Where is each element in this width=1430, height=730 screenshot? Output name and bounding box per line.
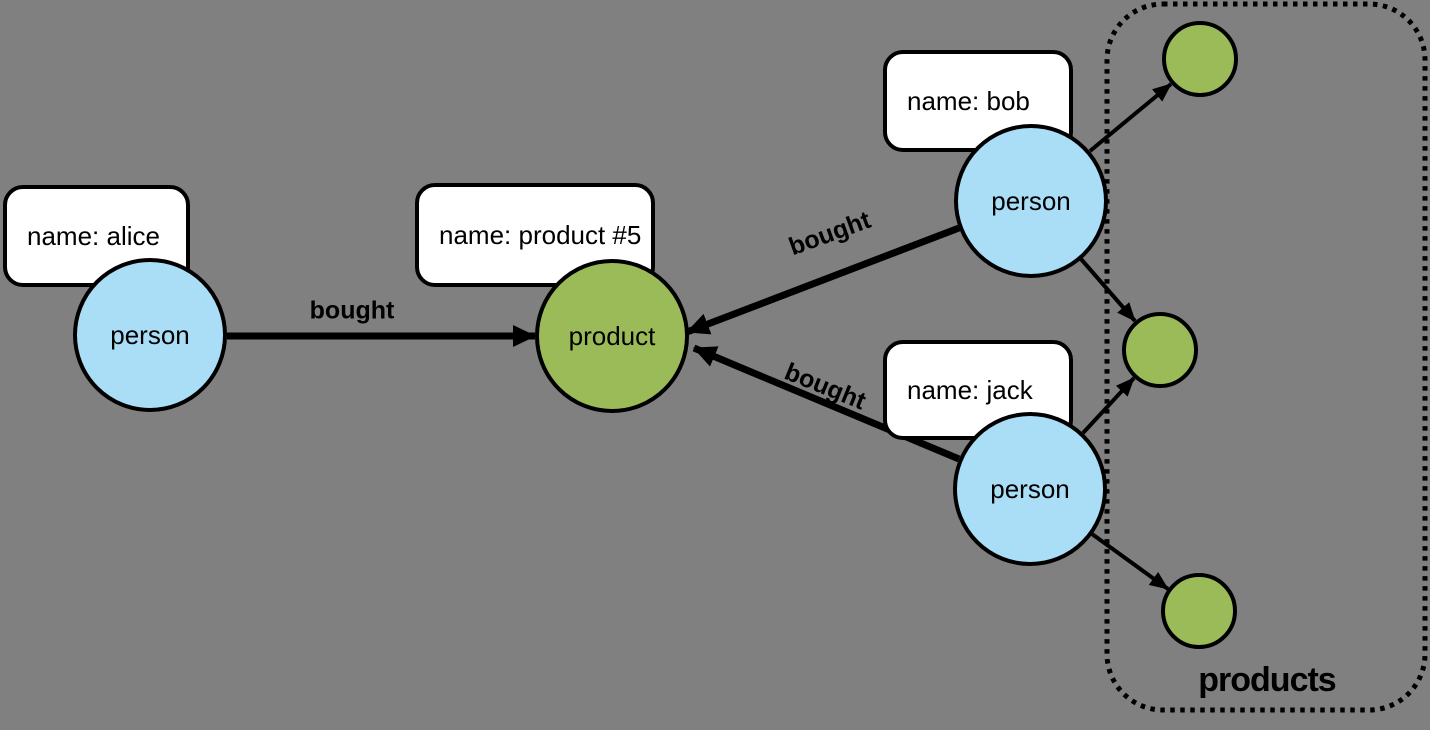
node-label-bob: person xyxy=(991,185,1071,216)
edge-bob-to-product-middle xyxy=(1079,257,1137,323)
property-box-product: name: product #5 xyxy=(415,183,655,287)
edge-jack-to-product-middle xyxy=(1081,376,1136,435)
edge-jack-bought-product xyxy=(692,344,961,463)
edge-bob-to-product-top xyxy=(1088,82,1173,153)
node-product-5: product xyxy=(535,259,689,413)
property-text-bob: name: bob xyxy=(907,85,1030,116)
node-label-product: product xyxy=(568,320,656,351)
product-node-small-top xyxy=(1162,21,1238,97)
edge-jack-to-product-bottom xyxy=(1090,532,1170,591)
node-label-alice: person xyxy=(110,319,190,350)
node-person-jack: person xyxy=(953,412,1107,566)
edge-bob-bought-product xyxy=(685,224,961,336)
property-text-jack: name: jack xyxy=(907,374,1033,405)
node-person-bob: person xyxy=(954,124,1108,278)
product-node-small-bottom xyxy=(1161,573,1237,649)
property-text-product: name: product #5 xyxy=(439,219,642,250)
property-box-alice: name: alice xyxy=(3,185,190,287)
products-group-border xyxy=(1104,1,1428,713)
node-person-alice: person xyxy=(73,258,227,412)
product-node-small-middle xyxy=(1122,312,1198,388)
property-text-alice: name: alice xyxy=(27,220,160,251)
edge-label-bought-alice: bought xyxy=(309,296,395,325)
node-label-jack: person xyxy=(990,473,1070,504)
products-group-label: products xyxy=(1198,661,1336,699)
